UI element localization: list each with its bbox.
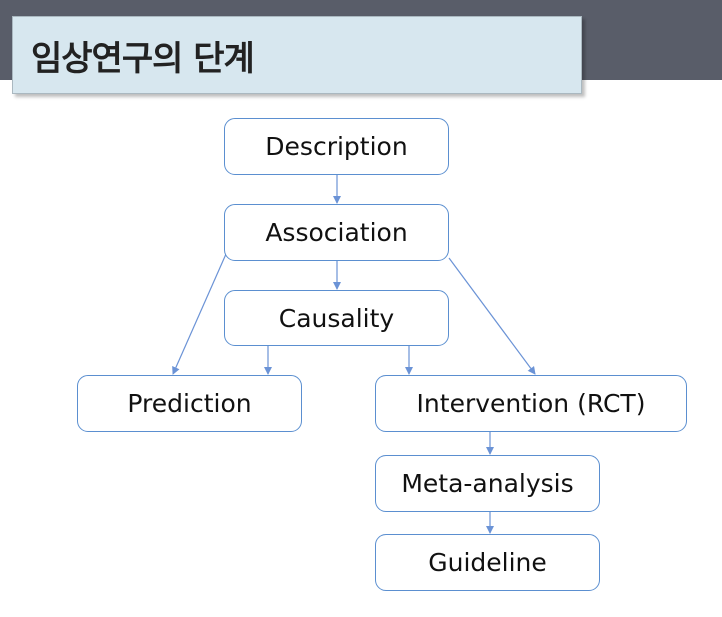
node-prediction: Prediction	[77, 375, 302, 432]
node-description: Description	[224, 118, 449, 175]
page-title: 임상연구의 단계	[31, 38, 255, 79]
arrow-association-intervention	[448, 257, 536, 375]
arrow-association-prediction	[172, 253, 227, 375]
node-meta-analysis: Meta-analysis	[375, 455, 600, 512]
node-association: Association	[224, 204, 449, 261]
title-box: 임상연구의 단계	[12, 16, 582, 94]
node-intervention: Intervention (RCT)	[375, 375, 687, 432]
node-guideline: Guideline	[375, 534, 600, 591]
node-causality: Causality	[224, 290, 449, 346]
